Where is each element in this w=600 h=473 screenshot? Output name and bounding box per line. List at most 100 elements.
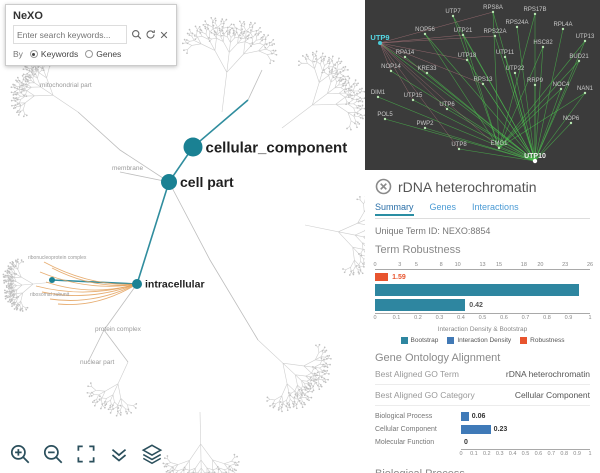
gene-node-label[interactable]: NOP14 <box>381 64 401 70</box>
radio-circle-icon[interactable] <box>29 50 38 58</box>
gene-node[interactable] <box>425 71 429 75</box>
gene-node-label[interactable]: UTP6 <box>439 102 455 108</box>
term-label-minor[interactable]: ribonucleoprotein complex <box>28 255 87 261</box>
gene-node-label[interactable]: RPS24A <box>505 20 528 26</box>
search-input[interactable] <box>13 25 127 44</box>
section-biological-process: Biological Process <box>375 468 590 473</box>
gene-node[interactable] <box>423 32 427 36</box>
gene-node-label[interactable]: RPS22A <box>483 29 506 35</box>
gene-node-label[interactable]: UTP21 <box>454 28 473 34</box>
gene-node[interactable] <box>378 41 382 45</box>
gene-node-label[interactable]: UTP15 <box>404 93 423 99</box>
gene-node[interactable] <box>561 27 565 31</box>
gene-node[interactable] <box>583 91 587 95</box>
gene-node[interactable] <box>403 55 407 59</box>
gene-node[interactable] <box>533 83 537 87</box>
gene-node-label[interactable]: NOP6 <box>563 116 580 122</box>
gene-node-label[interactable]: UTP22 <box>506 66 525 72</box>
gene-node-label[interactable]: HSC82 <box>533 40 553 46</box>
gene-node-label[interactable]: NAN1 <box>577 86 594 92</box>
tab-interactions[interactable]: Interactions <box>472 202 519 212</box>
gene-node-label[interactable]: UTP18 <box>458 53 477 59</box>
gene-node[interactable] <box>515 25 519 29</box>
gene-node-label[interactable]: POL5 <box>377 112 393 118</box>
gene-node[interactable] <box>481 82 485 86</box>
axis-caption: Interaction Density & Bootstrap <box>437 326 528 333</box>
gene-node[interactable] <box>559 87 563 91</box>
radio-keywords[interactable]: Keywords <box>29 49 78 59</box>
term-label[interactable]: intracellular <box>145 279 205 291</box>
term-node[interactable] <box>132 279 142 289</box>
term-label-minor[interactable]: nuclear part <box>80 359 115 366</box>
gene-node[interactable] <box>411 98 415 102</box>
gene-node-label[interactable]: UTP10 <box>524 153 546 160</box>
zoom-in-icon[interactable] <box>8 442 32 466</box>
term-node[interactable] <box>183 137 203 157</box>
radio-genes[interactable]: Genes <box>85 49 121 59</box>
term-node[interactable] <box>161 174 177 190</box>
gene-node[interactable] <box>491 10 495 14</box>
gene-node[interactable] <box>461 33 465 37</box>
term-label-minor[interactable]: mitochondrial part <box>40 82 92 89</box>
gene-node-label[interactable]: RPS13 <box>473 77 493 83</box>
layers-icon[interactable] <box>140 442 164 466</box>
gene-node[interactable] <box>513 71 517 75</box>
term-label[interactable]: cellular_component <box>206 139 348 156</box>
gene-node-label[interactable]: NOP56 <box>415 27 435 33</box>
gene-node-label[interactable]: UTP8 <box>451 142 467 148</box>
gene-node[interactable] <box>533 12 537 16</box>
gene-node[interactable] <box>376 95 380 99</box>
collapse-tree-icon[interactable] <box>107 442 131 466</box>
gene-node[interactable] <box>465 58 469 62</box>
term-label-minor[interactable]: membrane <box>112 165 143 172</box>
gene-node[interactable] <box>569 121 573 125</box>
term-label-minor[interactable]: ribosomal subunit <box>30 292 70 298</box>
gene-node[interactable] <box>503 55 507 59</box>
gene-node-label[interactable]: RRP9 <box>527 78 544 84</box>
gene-node-label[interactable]: UTP13 <box>576 34 595 40</box>
gene-node-label[interactable]: UTP7 <box>445 9 461 15</box>
gene-node[interactable] <box>532 158 538 164</box>
search-icon[interactable] <box>131 29 142 40</box>
gene-node[interactable] <box>383 117 387 121</box>
gene-node-label[interactable]: KRE33 <box>417 66 437 72</box>
gene-node[interactable] <box>541 45 545 49</box>
fit-screen-icon[interactable] <box>74 442 98 466</box>
gene-node[interactable] <box>451 14 455 18</box>
gene-node[interactable] <box>457 147 461 151</box>
gene-node-label[interactable]: NOC4 <box>553 82 570 88</box>
gene-node[interactable] <box>445 107 449 111</box>
gene-node-label[interactable]: RPS17B <box>523 7 546 13</box>
gene-node-label[interactable]: UTP9 <box>370 33 389 42</box>
term-label-minor[interactable]: protein complex <box>95 326 142 333</box>
gene-node-label[interactable]: EMG1 <box>490 141 508 147</box>
gene-node-label[interactable]: BUD21 <box>569 54 589 60</box>
gene-node-label[interactable]: UTP11 <box>496 50 515 56</box>
gene-node-label[interactable]: RPL4A <box>553 22 572 28</box>
gene-node-label[interactable]: PWP2 <box>416 121 434 127</box>
selected-term-node[interactable] <box>49 277 55 283</box>
refresh-icon[interactable] <box>145 29 156 40</box>
close-icon[interactable] <box>375 178 392 195</box>
gene-node[interactable] <box>389 69 393 73</box>
gene-node-label[interactable]: RPS8A <box>483 5 503 11</box>
tab-summary[interactable]: Summary <box>375 202 414 216</box>
term-label[interactable]: cell part <box>180 174 234 190</box>
gene-node[interactable] <box>423 126 427 130</box>
gene-node[interactable] <box>497 146 501 150</box>
gene-node[interactable] <box>493 34 497 38</box>
tab-genes[interactable]: Genes <box>429 202 457 212</box>
gene-node[interactable] <box>583 39 587 43</box>
gene-node-label[interactable]: RPA14 <box>396 50 415 56</box>
zoom-out-icon[interactable] <box>41 442 65 466</box>
clear-icon[interactable] <box>159 30 169 40</box>
gene-node[interactable] <box>577 59 581 63</box>
gene-node-label[interactable]: DIM1 <box>371 90 386 96</box>
radio-circle-icon[interactable] <box>85 50 94 58</box>
